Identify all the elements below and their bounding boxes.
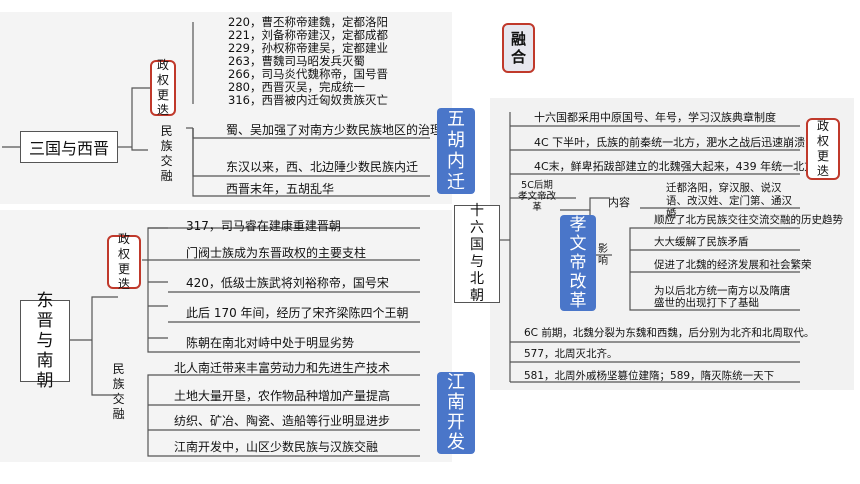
dongjin-politics-item: 陈朝在南北对峙中处于明显劣势 [186,336,355,350]
reform-content-value: 迁都洛阳，穿汉服、说汉语、改汉姓、定门第、通汉婚 [666,182,792,220]
reform-tag: 孝文帝改革 [560,215,596,311]
sanguo-event: 263，曹魏司马昭发兵灭蜀 [228,54,365,68]
reform-label-text: 5C后期孝文帝改革 [518,180,557,213]
dongjin-panel [0,210,452,462]
dongjin-root: 东晋与南朝 [20,291,70,391]
shiliuguo-panel [490,98,854,390]
dongjin-politics-item: 门阀士族成为东晋政权的主要支柱 [186,246,367,260]
sanguo-panel [0,12,452,204]
shiliuguo-bottom-item: 6C 前期，北魏分裂为东魏和西魏，后分别为北齐和北周取代。 [524,327,815,339]
reform-impact-text: 影响 [598,244,608,267]
dongjin-ethnic-text: 民族交融 [112,362,125,421]
fusion-label: 融合 [510,30,526,66]
reform-impact-item: 顺应了北方民族交往交流交融的历史趋势 [654,214,843,226]
sanguo-tag: 五胡内迁 [437,108,475,194]
dongjin-politics-item: 420，低级士族武将刘裕称帝，国号宋 [186,276,389,290]
dongjin-tag: 江南开发 [437,372,475,454]
shiliuguo-top-item: 4C末，鲜卑拓跋部建立的北魏强大起来，439 年统一北方 [534,160,816,173]
shiliuguo-top-item: 十六国都采用中原国号、年号，学习汉族典章制度 [534,111,776,124]
dongjin-root-text: 东晋与南朝 [36,291,54,391]
shiliuguo-bottom-item: 577，北周灭北齐。 [524,348,618,360]
sanguo-event: 229，孙权称帝建吴，定都建业 [228,41,388,55]
dongjin-politics-text: 政权更迭 [117,232,130,291]
fusion-badge: 融合 [502,23,535,73]
dongjin-tag-text: 江南开发 [446,372,465,453]
sanguo-tag-text: 五胡内迁 [446,109,465,193]
reform-impact-item: 大大缓解了民族矛盾 [654,236,749,248]
shiliuguo-root-text: 十六国与北朝 [469,203,484,304]
dongjin-politics-item: 317，司马睿在建康重建晋朝 [186,219,341,233]
dongjin-ethnic-item: 江南开发中，山区少数民族与汉族交融 [174,440,379,454]
reform-tag-text: 孝文帝改革 [569,214,587,311]
shiliuguo-bottom-item: 581，北周外戚杨坚篡位建隋；589，隋灭陈统一天下 [524,370,775,382]
shiliuguo-root: 十六国与北朝 [454,203,500,304]
shiliuguo-top-item: 4C 下半叶，氐族的前秦统一北方，淝水之战后迅速崩溃 [534,136,806,149]
sanguo-event: 221，刘备称帝建汉，定都成都 [228,28,388,42]
sanguo-ethnic-item: 东汉以来，西、北边陲少数民族内迁 [226,160,419,174]
sanguo-event: 280，西晋灭吴，完成统一 [228,80,365,94]
sanguo-ethnic-item: 蜀、吴加强了对南方少数民族地区的治理 [226,123,443,137]
reform-impact-item: 促进了北魏的经济发展和社会繁荣 [654,259,812,271]
sanguo-ethnic-item: 西晋末年，五胡乱华 [226,182,335,196]
shiliuguo-politics-text: 政权更迭 [816,119,829,178]
dongjin-ethnic-item: 土地大量开垦，农作物品种增加产量提高 [174,389,391,403]
dongjin-politics-label: 政权更迭 [107,232,141,291]
dongjin-politics-item: 此后 170 年间，经历了宋齐梁陈四个王朝 [186,306,409,320]
sanguo-politics-text: 政权更迭 [156,58,169,117]
sanguo-ethnic-text: 民族交融 [160,124,173,183]
sanguo-ethnic-label: 民族交融 [160,124,176,184]
reform-label: 5C后期孝文帝改革 [518,180,556,213]
reform-impact-value: 为以后北方统一南方以及隋唐盛世的出现打下了基础 [654,285,791,309]
dongjin-ethnic-item: 北人南迁带来丰富劳动力和先进生产技术 [174,361,391,375]
sanguo-event: 316，西晋被内迁匈奴贵族灭亡 [228,93,388,107]
reform-impact-item: 为以后北方统一南方以及隋唐盛世的出现打下了基础 [654,285,796,309]
reform-content-text: 迁都洛阳，穿汉服、说汉语、改汉姓、定门第、通汉婚 [666,182,792,221]
sanguo-root: 三国与西晋 [20,131,118,163]
sanguo-politics-label: 政权更迭 [150,58,176,117]
reform-content-label: 内容 [608,196,630,209]
dongjin-ethnic-item: 纺织、矿冶、陶瓷、造船等行业明显进步 [174,414,391,428]
shiliuguo-politics-label: 政权更迭 [806,118,840,180]
dongjin-ethnic-label: 民族交融 [112,362,128,422]
sanguo-event: 220，曹丕称帝建魏，定都洛阳 [228,15,388,29]
reform-impact-label: 影响 [598,244,612,268]
sanguo-event: 266，司马炎代魏称帝，国号晋 [228,67,388,81]
